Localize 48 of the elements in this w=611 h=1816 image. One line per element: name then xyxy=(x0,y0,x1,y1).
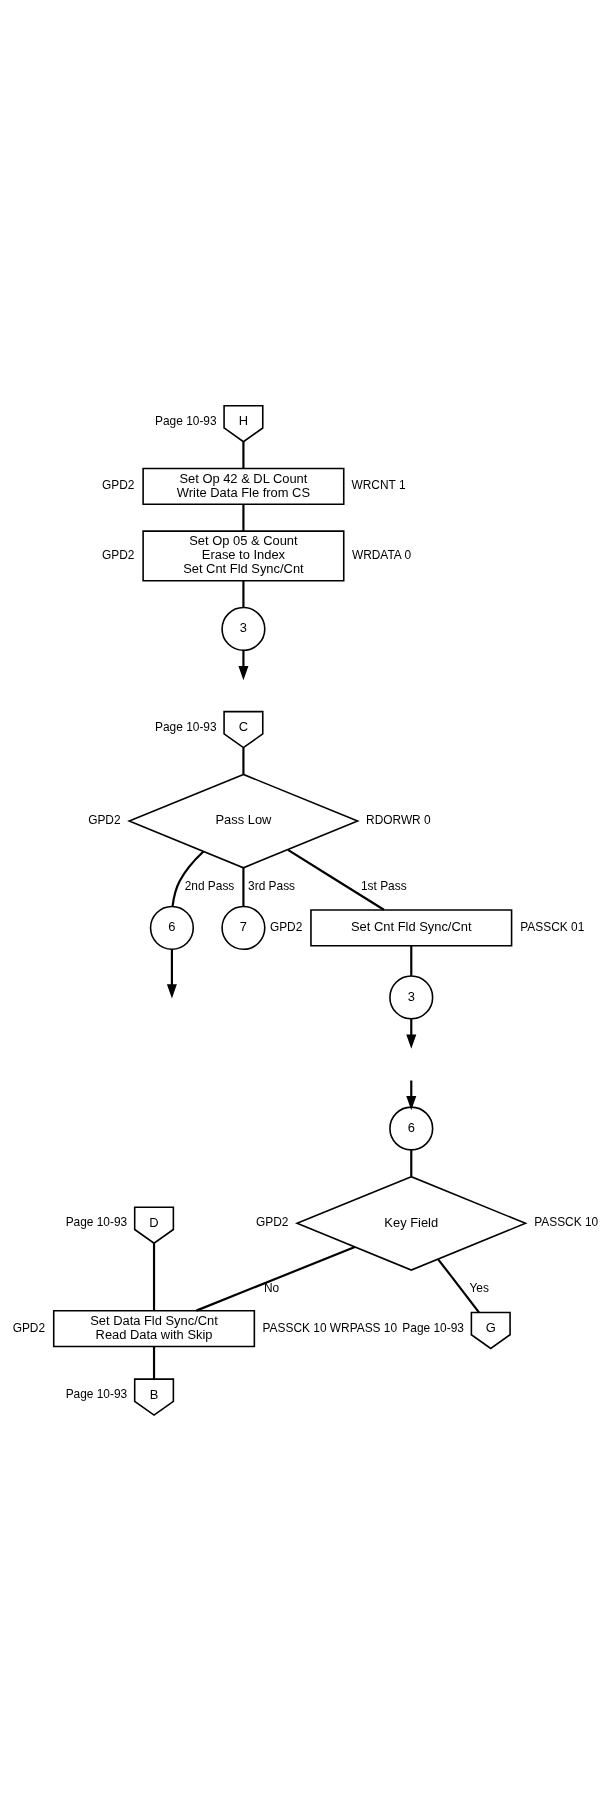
node-label: GPD2 xyxy=(269,919,303,934)
node-label: Page 10-93 xyxy=(155,719,217,734)
node-label: GPD2 xyxy=(102,547,135,562)
node-label: WRCNT 1 xyxy=(351,477,406,492)
connector xyxy=(242,441,245,468)
node-label: PASSCK 10 xyxy=(534,1214,599,1229)
node-label: WRDATA 0 xyxy=(351,547,412,562)
connector xyxy=(242,867,245,906)
connector xyxy=(242,503,245,531)
connector xyxy=(242,580,245,607)
connector xyxy=(152,1242,156,1310)
node-box: Set Data Fld Sync/Cnt Read Data with Skip xyxy=(52,1309,256,1347)
node-circle: 6 xyxy=(149,905,195,950)
edge-label: 2nd Pass xyxy=(184,878,235,893)
node-label: PASSCK 10 WRPASS 10 xyxy=(262,1320,398,1335)
node-diamond: Key Field xyxy=(294,1175,528,1271)
node-box: Set Cnt Fld Sync/Cnt xyxy=(310,908,513,947)
connector xyxy=(410,945,413,976)
connector xyxy=(437,1258,480,1313)
node-box: Set Op 05 & Count Erase to Index Set Cnt Fld Sync/Cnt xyxy=(142,529,345,582)
node-circle: 3 xyxy=(221,606,266,651)
node-label: Page 10-93 xyxy=(65,1386,128,1401)
node-label: GPD2 xyxy=(102,477,135,492)
node-label: Page 10-93 xyxy=(402,1320,464,1335)
node-label: RDORWR 0 xyxy=(366,812,431,827)
arrow xyxy=(166,949,177,998)
node-circle: 3 xyxy=(389,974,434,1020)
edge-label: Yes xyxy=(469,1280,489,1295)
node-label: Page 10-93 xyxy=(155,413,217,428)
connector xyxy=(171,850,205,906)
node-circle: 7 xyxy=(221,905,266,950)
node-diamond: Pass Low xyxy=(127,773,360,869)
connector xyxy=(410,1149,413,1176)
connector xyxy=(287,848,385,911)
edge-label: 3rd Pass xyxy=(248,878,296,893)
node-circle: 6 xyxy=(389,1105,434,1151)
arrow xyxy=(238,649,249,680)
connector xyxy=(242,747,245,774)
node-label: GPD2 xyxy=(256,1214,289,1229)
node-label: PASSCK 01 xyxy=(520,919,585,934)
node-label: GPD2 xyxy=(88,812,121,827)
connector xyxy=(196,1245,356,1312)
edge-label: 1st Pass xyxy=(360,878,407,893)
edge-label: No xyxy=(263,1280,280,1295)
connector xyxy=(152,1346,156,1379)
node-box: Set Op 42 & DL Count Write Data Fle from CS xyxy=(142,467,345,505)
node-label: Page 10-93 xyxy=(65,1214,128,1229)
node-label: GPD2 xyxy=(12,1320,46,1335)
